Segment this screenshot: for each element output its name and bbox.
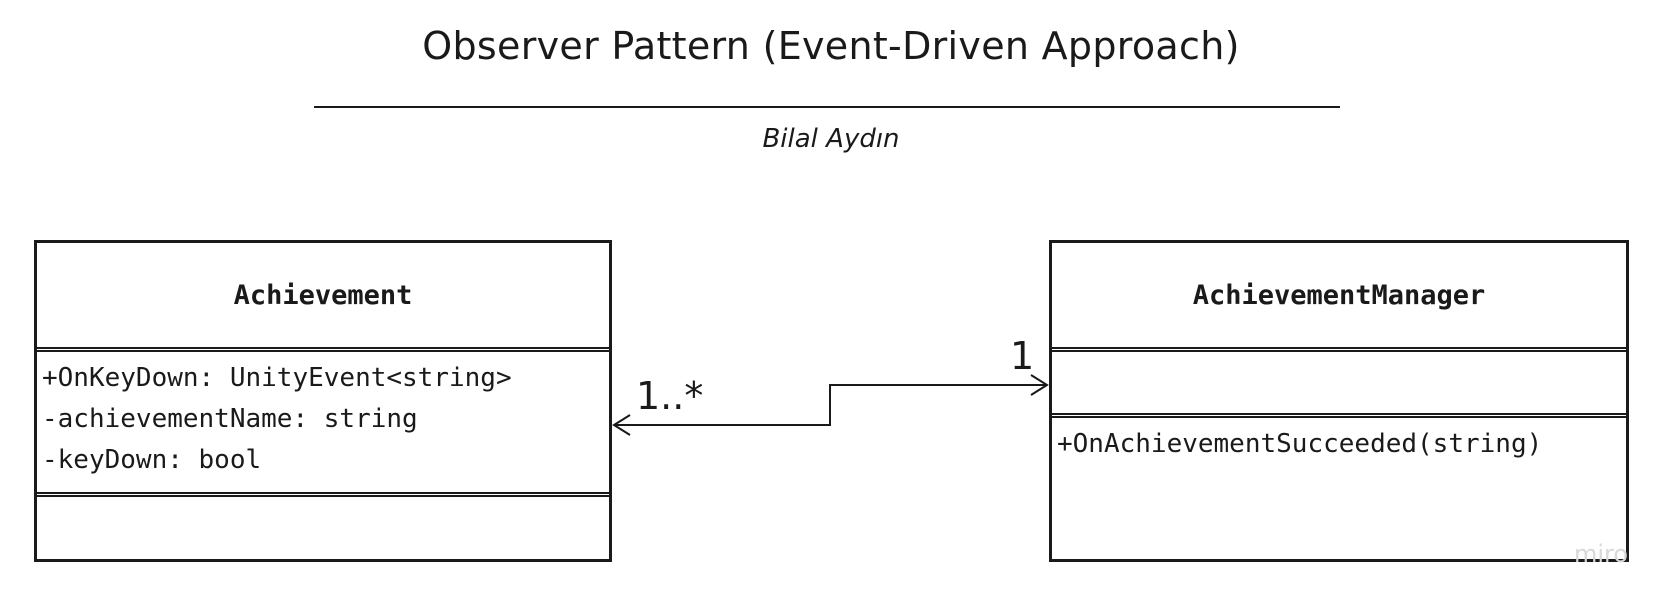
attribute-achievementname: -achievementName: string [42,404,418,434]
class-name-achievement: Achievement [233,279,413,311]
attribute-onkeydown: +OnKeyDown: UnityEvent<string> [42,363,512,393]
achievement-methods [37,492,609,559]
achievement-attributes: +OnKeyDown: UnityEvent<string> -achievem… [37,347,609,492]
manager-attributes [1052,347,1626,413]
multiplicity-left: 1..* [636,374,704,418]
multiplicity-right: 1 [1010,334,1035,378]
class-achievement[interactable]: Achievement +OnKeyDown: UnityEvent<strin… [34,240,612,562]
miro-watermark: miro [1574,540,1629,568]
diagram-author: Bilal Aydın [762,124,900,154]
class-achievement-manager[interactable]: AchievementManager +OnAchievementSucceed… [1049,240,1629,562]
arrowhead-right-icon [1030,374,1049,396]
diagram-title: Observer Pattern (Event-Driven Approach) [422,24,1240,68]
arrowhead-left-icon [612,414,631,436]
manager-methods: +OnAchievementSucceeded(string) [1052,413,1626,559]
association-line [614,384,1047,426]
attribute-keydown: -keyDown: bool [42,445,262,475]
method-onachievementsucceeded: +OnAchievementSucceeded(string) [1057,429,1543,459]
class-name-achievement-manager: AchievementManager [1192,279,1486,311]
title-divider [314,106,1340,108]
